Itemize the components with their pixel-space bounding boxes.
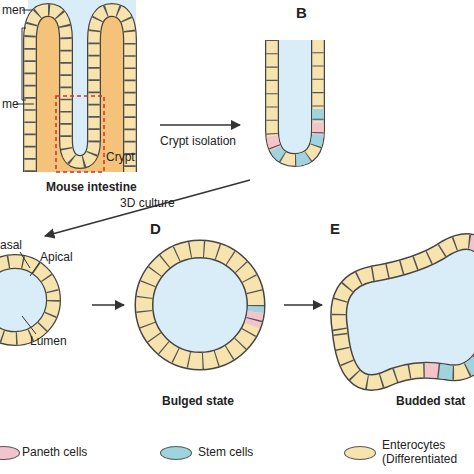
- legend-swatch: [160, 446, 192, 460]
- step-label: 3D culture: [120, 196, 175, 210]
- process-arrow: [92, 304, 124, 306]
- early-organoid: [0, 252, 54, 339]
- step-label: Crypt isolation: [160, 134, 236, 148]
- legend-swatch: [344, 446, 376, 460]
- process-arrow: [45, 180, 250, 236]
- legend-text: Paneth cells: [22, 445, 132, 459]
- process-arrow: [160, 124, 240, 126]
- budded-organoid: [339, 242, 474, 383]
- bulged-organoid: [144, 249, 256, 361]
- region-label: me: [2, 97, 19, 111]
- isolated-crypt: [272, 40, 318, 160]
- legend-text: Enterocytes (Differentiated: [382, 438, 470, 466]
- panel-letter: D: [150, 222, 161, 236]
- region-label: asal: [0, 238, 22, 252]
- panel-letter: B: [296, 6, 307, 20]
- legend-text: Stem cells: [198, 445, 308, 459]
- intestine-section: [16, 0, 136, 172]
- panel-letter: E: [330, 222, 340, 236]
- process-arrow: [284, 304, 322, 306]
- region-label: men: [2, 3, 25, 17]
- panel-caption: Bulged state: [162, 394, 234, 408]
- region-label: Crypt: [106, 150, 135, 164]
- legend-swatch: [0, 446, 20, 460]
- panel-caption: Budded stat: [396, 394, 465, 408]
- panel-caption: Mouse intestine: [46, 180, 137, 194]
- region-label: Apical: [40, 250, 73, 264]
- region-label: Lumen: [30, 334, 67, 348]
